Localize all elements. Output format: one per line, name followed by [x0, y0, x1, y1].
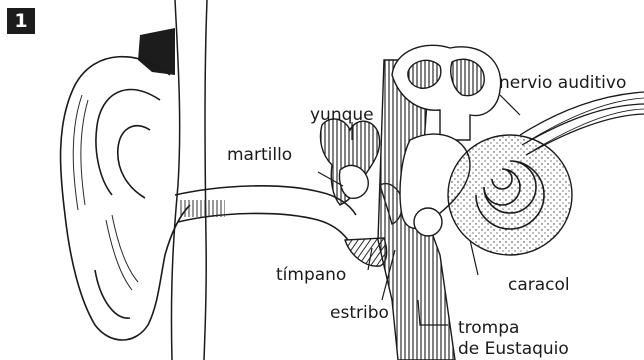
label-caracol: caracol [508, 275, 570, 295]
label-martillo: martillo [227, 145, 292, 165]
label-estribo: estribo [330, 303, 389, 323]
label-nervio-auditivo: nervio auditivo [499, 73, 626, 93]
ear-canal-hatch [180, 200, 225, 217]
pinna-shading [73, 95, 138, 290]
label-timpano: tímpano [276, 265, 346, 285]
label-yunque: yunque [310, 105, 374, 125]
label-trompa-line1: trompa [458, 318, 519, 338]
pinna [61, 57, 190, 340]
head-outline [171, 0, 207, 360]
hair-shadow [138, 28, 175, 75]
label-trompa-line2: de Eustaquio [458, 339, 569, 359]
